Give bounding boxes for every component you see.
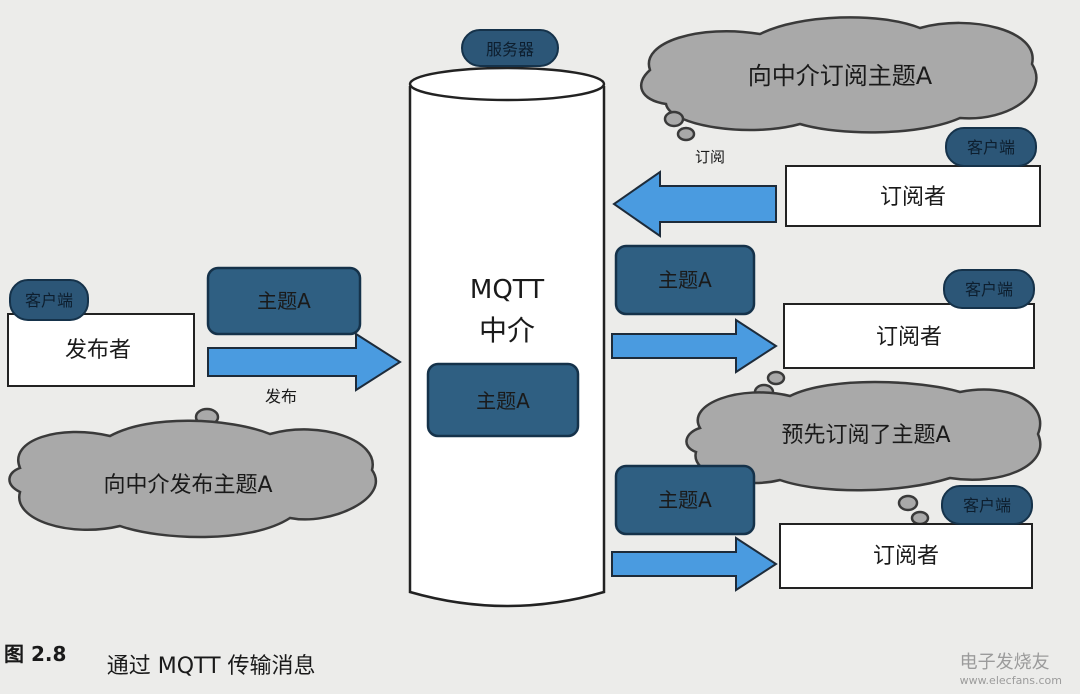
subscriber-bottom-label: 订阅者	[873, 544, 939, 569]
publish-action-label: 发布	[265, 387, 297, 406]
server-badge: 服务器	[461, 29, 559, 67]
watermark-sub: www.elecfans.com	[959, 674, 1062, 687]
publisher-thought-text: 向中介发布主题A	[103, 473, 272, 498]
broker-label-line1: MQTT	[470, 275, 544, 305]
figure-caption: 图 2.8 通过 MQTT 传输消息	[4, 636, 316, 679]
mid-topic-label: 主题A	[658, 268, 712, 292]
subscriber-top-thought-text: 向中介订阅主题A	[748, 62, 933, 90]
publisher-label: 发布者	[65, 338, 131, 363]
subscriber-bottom-client: 订阅者 客户端	[779, 485, 1033, 589]
publisher-thought-cloud: 向中介发布主题A	[8, 407, 377, 539]
subscriber-top-badge: 客户端	[967, 138, 1015, 157]
preset-thought-text: 预先订阅了主题A	[781, 423, 950, 448]
watermark-logo: 电子发烧友 www.elecfans.com	[960, 648, 1062, 687]
figure-caption-text: 通过 MQTT 传输消息	[106, 654, 316, 679]
deliver-arrow-bottom	[611, 536, 778, 592]
broker-label-line2: 中介	[479, 314, 535, 347]
deliver-arrow-mid	[611, 318, 778, 374]
watermark-main: 电子发烧友	[959, 652, 1050, 673]
bottom-topic-label: 主题A	[658, 488, 712, 512]
subscribe-arrow	[612, 170, 777, 238]
preset-thought-cloud: 预先订阅了主题A	[685, 370, 1042, 526]
subscriber-mid-client: 订阅者 客户端	[783, 269, 1035, 369]
subscriber-mid-badge: 客户端	[965, 280, 1013, 299]
publisher-topic-label: 主题A	[257, 289, 311, 313]
broker-topic-label: 主题A	[476, 389, 530, 413]
subscriber-top-label: 订阅者	[880, 185, 946, 210]
server-badge-label: 服务器	[486, 40, 534, 59]
publish-arrow	[207, 332, 402, 392]
publisher-client: 发布者 客户端	[7, 279, 195, 387]
broker-topic-box: 主题A	[426, 362, 580, 438]
subscriber-mid-label: 订阅者	[876, 325, 942, 350]
subscribe-action-label: 订阅	[695, 148, 725, 166]
publisher-topic-box: 主题A	[206, 266, 362, 336]
subscriber-top-thought-cloud: 向中介订阅主题A	[640, 16, 1038, 142]
figure-number: 图 2.8	[4, 642, 67, 666]
mid-topic-box: 主题A	[614, 244, 756, 316]
subscriber-bottom-badge: 客户端	[963, 496, 1011, 515]
bottom-topic-box: 主题A	[614, 464, 756, 536]
subscriber-top-client: 订阅者 客户端	[785, 127, 1041, 227]
broker-cylinder	[408, 66, 606, 608]
publisher-badge: 客户端	[25, 291, 73, 310]
